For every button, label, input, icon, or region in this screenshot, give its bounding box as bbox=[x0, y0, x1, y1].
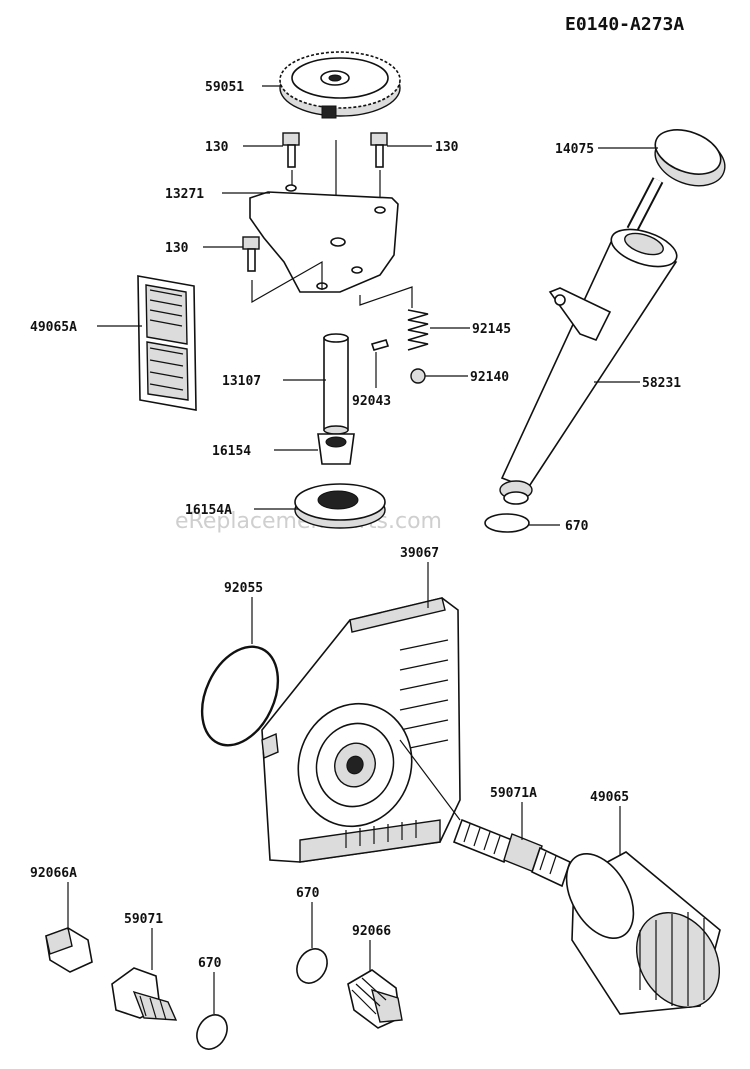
label-130-left: 130 bbox=[205, 140, 229, 155]
label-92066: 92066 bbox=[352, 924, 391, 939]
rotor-16154-drawing bbox=[317, 433, 355, 465]
bolt-130-right-drawing bbox=[370, 132, 388, 168]
label-670-upper: 670 bbox=[565, 519, 589, 534]
outer-rotor-16154A-drawing bbox=[294, 483, 386, 529]
label-59051: 59051 bbox=[205, 80, 244, 95]
label-92043: 92043 bbox=[352, 394, 391, 409]
label-59071A: 59071A bbox=[490, 786, 537, 801]
spring-92145-drawing bbox=[407, 309, 429, 351]
fitting-59071A-drawing bbox=[452, 818, 571, 888]
label-13107: 13107 bbox=[222, 374, 261, 389]
label-130-mid: 130 bbox=[165, 241, 189, 256]
label-59071: 59071 bbox=[124, 912, 163, 927]
oring-92055-drawing bbox=[200, 645, 280, 747]
bolt-130-mid-drawing bbox=[242, 236, 260, 272]
label-670-lower-left: 670 bbox=[198, 956, 222, 971]
tube-58231-drawing bbox=[499, 228, 678, 505]
shaft-13107-drawing bbox=[323, 333, 349, 435]
label-14075: 14075 bbox=[555, 142, 594, 157]
bolt-130-left-drawing bbox=[282, 132, 300, 168]
label-92055: 92055 bbox=[224, 581, 263, 596]
ball-92140-drawing bbox=[410, 368, 426, 384]
gear-59051-drawing bbox=[279, 51, 401, 119]
oring-670-upper-drawing bbox=[484, 513, 530, 533]
plug-92066-drawing bbox=[347, 969, 403, 1029]
pin-92043-drawing bbox=[370, 339, 390, 351]
label-58231: 58231 bbox=[642, 376, 681, 391]
oring-670-lower-center-drawing bbox=[296, 948, 328, 984]
label-49065A: 49065A bbox=[30, 320, 77, 335]
fitting-59071-drawing bbox=[111, 967, 178, 1021]
label-92066A: 92066A bbox=[30, 866, 77, 881]
label-16154A: 16154A bbox=[185, 503, 232, 518]
diagram-code: E0140-A273A bbox=[565, 14, 684, 35]
oring-670-lower-left-drawing bbox=[196, 1014, 228, 1050]
plug-92066A-drawing bbox=[45, 927, 93, 973]
filter-49065-drawing bbox=[565, 851, 721, 1015]
label-670-lower-center: 670 bbox=[296, 886, 320, 901]
screen-49065A-drawing bbox=[137, 275, 197, 411]
label-13271: 13271 bbox=[165, 187, 204, 202]
plate-13271-drawing bbox=[249, 184, 399, 293]
label-92140: 92140 bbox=[470, 370, 509, 385]
cap-14075-drawing bbox=[626, 129, 726, 233]
housing-39067-drawing bbox=[261, 597, 461, 863]
label-92145: 92145 bbox=[472, 322, 511, 337]
label-39067: 39067 bbox=[400, 546, 439, 561]
label-130-right: 130 bbox=[435, 140, 459, 155]
label-49065: 49065 bbox=[590, 790, 629, 805]
label-16154: 16154 bbox=[212, 444, 251, 459]
